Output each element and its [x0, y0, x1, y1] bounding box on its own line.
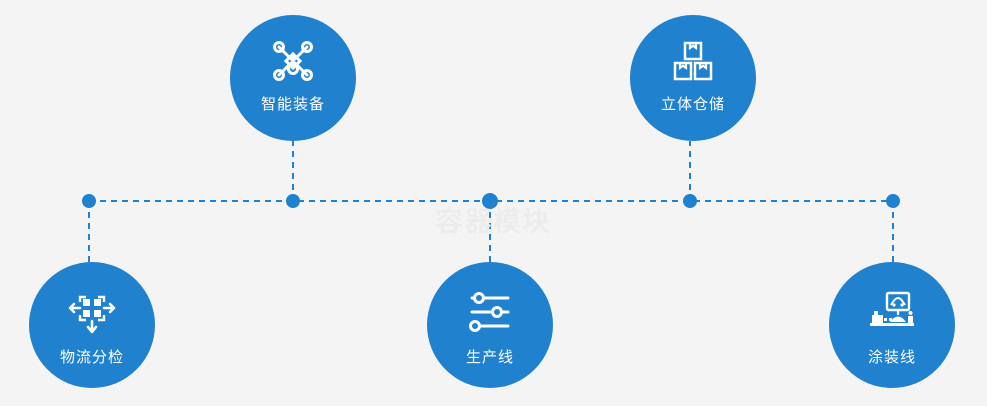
network-nodes-icon-wrap [269, 37, 317, 85]
module-label-zhineng-zhuangbei: 智能装备 [260, 96, 325, 113]
stacked-boxes-icon [673, 41, 713, 81]
sorting-arrows-icon [68, 295, 116, 334]
module-zhineng-zhuangbei[interactable]: 智能装备 [230, 15, 356, 141]
backbone-node-3[interactable] [482, 193, 498, 209]
module-tuzhuang-xian[interactable]: 涂装线 [829, 262, 955, 388]
backbone-node-5[interactable] [886, 194, 900, 208]
module-wuliu-fenjian[interactable]: 物流分检 [29, 262, 155, 388]
module-label-wuliu-fenjian: 物流分检 [59, 349, 124, 366]
paint-line-monitor-icon-wrap [868, 288, 916, 336]
module-label-tuzhuang-xian: 涂装线 [867, 349, 916, 366]
module-liti-cangchu[interactable]: 立体仓储 [630, 15, 756, 141]
module-label-shengchan-xian: 生产线 [465, 349, 514, 366]
sliders-icon [469, 292, 510, 332]
module-shengchan-xian[interactable]: 生产线 [427, 262, 553, 388]
stacked-boxes-icon-wrap [669, 37, 717, 85]
backbone-node-2[interactable] [286, 194, 300, 208]
paint-line-monitor-icon [870, 291, 914, 326]
sliders-icon-wrap [466, 288, 514, 336]
backbone-node-1[interactable] [82, 194, 96, 208]
network-nodes-icon [273, 41, 313, 81]
sorting-arrows-icon-wrap [68, 288, 116, 336]
backbone-node-4[interactable] [683, 194, 697, 208]
module-label-liti-cangchu: 立体仓储 [660, 96, 725, 113]
